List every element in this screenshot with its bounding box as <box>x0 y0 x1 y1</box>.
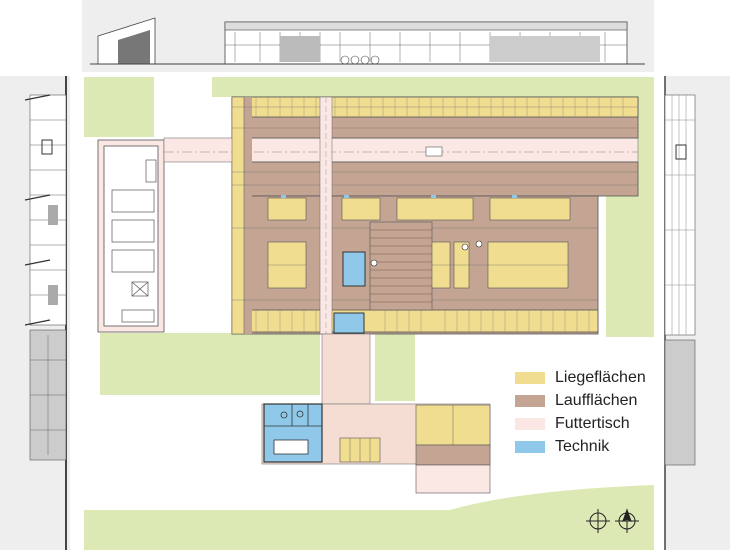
legend-swatch <box>515 418 545 430</box>
legend-swatch <box>515 395 545 407</box>
legend: Liegeflächen Laufflächen Futtertisch Tec… <box>515 368 715 460</box>
elevation-top <box>82 0 654 72</box>
elevation-right <box>664 76 730 550</box>
legend-label: Laufflächen <box>555 392 638 409</box>
north-arrow-icon <box>586 509 610 533</box>
legend-item-liegeflaechen: Liegeflächen <box>515 368 715 391</box>
left-annex <box>97 139 165 333</box>
legend-item-laufflaechen: Laufflächen <box>515 391 715 414</box>
legend-item-technik: Technik <box>515 437 715 460</box>
legend-swatch <box>515 441 545 453</box>
main-barn <box>231 96 639 335</box>
compass-icon <box>615 508 639 533</box>
legend-label: Futtertisch <box>555 415 630 432</box>
legend-label: Technik <box>555 438 610 455</box>
elevation-left <box>0 76 70 550</box>
legend-label: Liegeflächen <box>555 369 646 386</box>
legend-item-futtertisch: Futtertisch <box>515 414 715 437</box>
lower-area <box>261 333 491 494</box>
green-areas <box>84 77 654 550</box>
legend-swatch <box>515 372 545 384</box>
